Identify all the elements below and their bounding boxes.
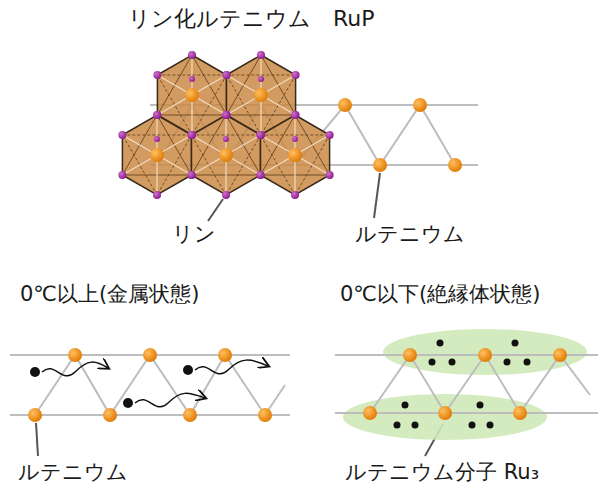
electrons bbox=[30, 360, 268, 408]
bound-electrons bbox=[394, 340, 531, 429]
title: リン化ルテニウム RuP bbox=[128, 6, 375, 32]
phosphorus-label: リン bbox=[172, 222, 216, 247]
insulator-atoms bbox=[363, 348, 567, 420]
polyhedra bbox=[118, 51, 333, 199]
ruthenium-label: ルテニウム bbox=[18, 460, 128, 485]
ruthenium-molecule-label: ルテニウム分子 Ru₃ bbox=[345, 460, 539, 485]
metal-chain bbox=[10, 355, 290, 415]
ruthenium-label: ルテニウム bbox=[355, 222, 465, 247]
metal-state-heading: 0℃以上(金属状態) bbox=[20, 282, 199, 307]
insulator-state-heading: 0℃以下(絶縁体状態) bbox=[340, 282, 540, 307]
ruthenium-atoms bbox=[338, 98, 462, 172]
metal-atoms bbox=[28, 348, 272, 422]
insulator-chain bbox=[335, 355, 598, 413]
